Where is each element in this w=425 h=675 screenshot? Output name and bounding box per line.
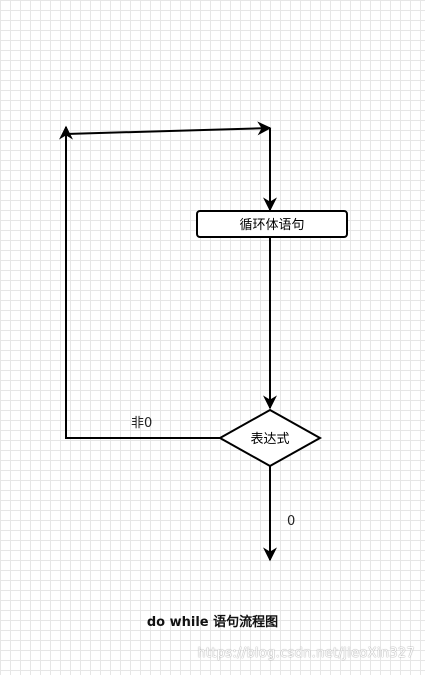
edge-nonzero-back — [59, 125, 220, 439]
loop-body-box — [196, 210, 348, 238]
expression-label: 表达式 — [250, 432, 289, 447]
nonzero-label: 非0 — [131, 416, 152, 431]
watermark-url: https://blog.csdn.net/JieoXin327 — [197, 646, 415, 661]
loop-body-label: 循环体语句 — [239, 218, 304, 233]
edge-top-horizontal — [65, 121, 272, 136]
diagram-caption: do while 语句流程图 — [146, 615, 279, 630]
zero-label: 0 — [287, 514, 295, 529]
